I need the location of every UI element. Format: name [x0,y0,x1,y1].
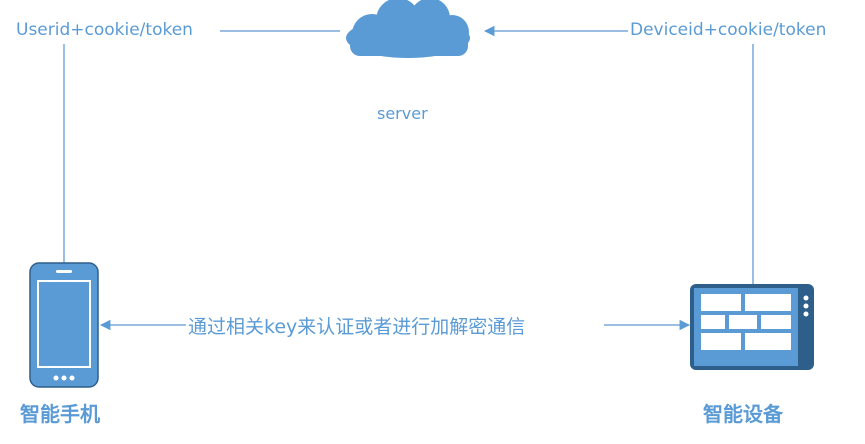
communication-label: 通过相关key来认证或者进行加解密通信 [186,316,528,338]
phone-label: 智能手机 [20,402,100,426]
server-label: server [377,104,428,123]
smart-device-icon [690,284,814,370]
user-credentials-label: Userid+cookie/token [14,20,195,40]
smartphone-icon [29,262,99,388]
device-credentials-label: Deviceid+cookie/token [628,20,829,40]
cloud-icon [346,0,470,58]
device-label: 智能设备 [703,402,783,426]
